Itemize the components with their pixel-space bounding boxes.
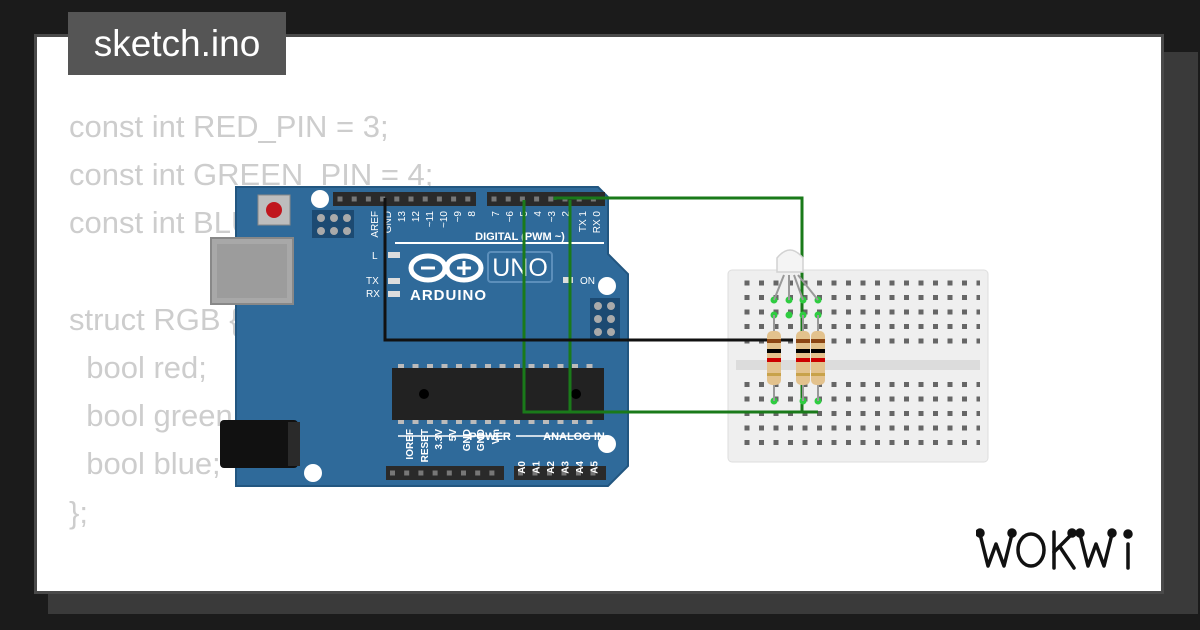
arduino-brand: ARDUINO	[410, 287, 487, 304]
power-pin-label: IOREF	[405, 429, 416, 460]
icsp-header-right	[590, 298, 620, 340]
digital-pin-label: AREF	[370, 211, 381, 238]
led-tx	[388, 278, 400, 284]
wokwi-logo	[976, 528, 1133, 570]
arduino-logo: ARDUINO UNO	[408, 251, 553, 304]
analog-pin-label: A1	[532, 461, 543, 474]
uno-model: UNO	[492, 254, 548, 282]
resistor-green[interactable]	[796, 315, 810, 401]
wire-green-pin4[interactable]	[553, 196, 804, 412]
analog-label: ANALOG IN	[543, 431, 605, 443]
mount-hole	[598, 277, 616, 295]
analog-pin-label: A3	[561, 461, 572, 474]
mount-hole	[598, 435, 616, 453]
power-pin-label: GND	[476, 429, 487, 451]
digital-pin-label: ~11	[425, 211, 436, 228]
analog-pin-label: A2	[546, 461, 557, 474]
resistor-red[interactable]	[767, 315, 781, 401]
power-jack	[220, 420, 298, 468]
wire-green-pin3[interactable]	[522, 200, 774, 414]
led-l	[388, 252, 400, 258]
code-line: const int RED_PIN = 3;	[69, 109, 389, 144]
power-pin-label: RESET	[420, 429, 431, 462]
file-tab-label: sketch.ino	[93, 23, 261, 64]
led-on-label: ON	[580, 276, 595, 287]
digital-pin-label: 12	[411, 211, 422, 223]
code-line: };	[69, 494, 88, 530]
analog-pin-label: A5	[590, 461, 601, 474]
digital-pin-label: ~3	[547, 211, 558, 223]
atmega-chip	[392, 364, 604, 424]
wires	[383, 196, 818, 414]
mount-hole	[311, 190, 329, 208]
digital-pin-label: RX 0	[592, 211, 603, 234]
code-line: bool blue;	[69, 446, 221, 482]
digital-pin-label: 7	[491, 211, 502, 217]
analog-pin-label: A4	[575, 461, 586, 474]
power-pin-label: 5V	[448, 429, 459, 442]
digital-pin-label: TX 1	[578, 211, 589, 233]
wire-black-gnd[interactable]	[383, 198, 793, 342]
led-tx-label: TX	[366, 276, 379, 287]
led-rx-label: RX	[366, 289, 380, 300]
file-tab[interactable]: sketch.ino	[68, 12, 286, 75]
led-rx	[388, 291, 400, 297]
code-line: struct RGB {	[69, 301, 240, 337]
power-label: POWER	[469, 431, 511, 443]
digital-header[interactable]	[333, 192, 605, 206]
code-line: bool green;	[69, 398, 242, 434]
mount-hole	[304, 464, 322, 482]
digital-pin-label: ~10	[439, 211, 450, 228]
digital-pin-label: 4	[533, 211, 544, 217]
led-l-label: L	[372, 251, 378, 262]
digital-pin-label: 2	[561, 211, 572, 217]
power-pin-label: 3.3V	[434, 429, 445, 450]
led-on	[563, 277, 573, 283]
digital-label: DIGITAL (PWM ~)	[475, 231, 565, 243]
digital-pin-label: ~9	[453, 211, 464, 223]
power-pin-label: GND	[462, 429, 473, 451]
digital-pin-label: 8	[467, 211, 478, 217]
icsp-header-top	[312, 210, 354, 238]
analog-header[interactable]	[514, 466, 606, 480]
power-header[interactable]	[386, 466, 504, 480]
digital-pin-label: ~6	[505, 211, 516, 223]
analog-pin-label: A0	[517, 461, 528, 474]
digital-pin-label: 13	[397, 211, 408, 223]
reset-button[interactable]	[257, 194, 291, 226]
rgb-led[interactable]	[773, 249, 819, 301]
digital-pin-label: GND	[383, 211, 394, 233]
resistor-blue[interactable]	[811, 315, 825, 401]
code-line: bool red;	[69, 350, 207, 386]
